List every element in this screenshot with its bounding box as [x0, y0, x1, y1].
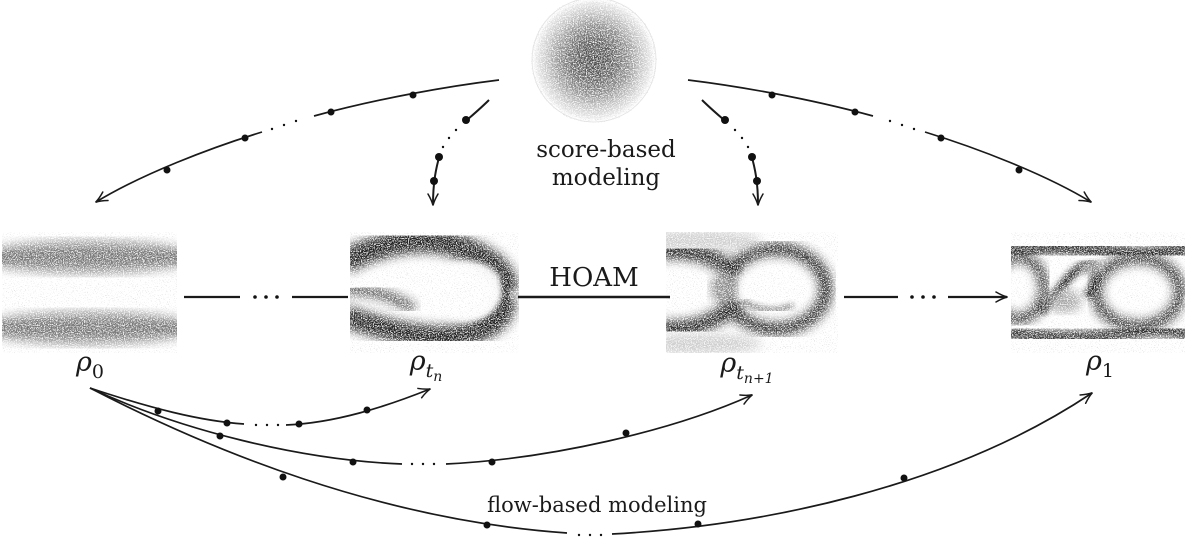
blob-outline [531, 0, 657, 123]
ellipsis-dot [888, 119, 892, 123]
sample-dot [694, 520, 702, 528]
ellipsis-dot [276, 423, 280, 427]
sample-dot [937, 134, 945, 142]
density-rho-tn1 [666, 232, 838, 353]
density-rho-tn [350, 232, 519, 353]
flow-arc-rho0-to-rho-tn1 [89, 387, 753, 466]
label-rho-0: ρ0 [75, 347, 104, 383]
sample-dot [900, 474, 908, 482]
sample-dot [753, 177, 761, 185]
ellipsis-dot [265, 423, 269, 427]
density-rho-1 [1011, 232, 1185, 353]
sample-dot [327, 108, 335, 116]
ellipsis-dot [932, 295, 936, 299]
arc-segment-arrow [95, 131, 263, 203]
sample-dot [241, 134, 249, 142]
ellipsis-dot [432, 462, 436, 466]
score-based-section: score-based modeling [95, 0, 1092, 206]
panel-speckle [1011, 232, 1185, 353]
arc-noise-to-rho0 [95, 79, 500, 203]
connector-rho-tn1-to-rho1 [844, 291, 1008, 303]
sample-dot [768, 91, 776, 99]
connector-rho0-to-rho-tn [184, 295, 348, 299]
arc-segment [687, 79, 874, 117]
connector-hoam: HOAM [518, 263, 670, 299]
flow-based-section: flow-based modeling [89, 387, 1093, 537]
sample-dot [1015, 166, 1023, 174]
panel-speckle [2, 232, 177, 353]
ellipsis-dot [254, 423, 258, 427]
ellipsis-dot [912, 127, 916, 131]
arc-segment-arrow [285, 387, 431, 426]
sample-dot [163, 166, 171, 174]
label-rho-tn: ρtn [409, 346, 443, 385]
ellipsis-dot [441, 145, 445, 149]
arc-noise-to-rho1 [687, 79, 1092, 203]
ellipsis-dot [588, 533, 592, 537]
ellipsis-dot [410, 462, 414, 466]
ellipsis-dot [740, 136, 744, 140]
sample-dot [154, 407, 162, 415]
ellipsis-dot [599, 533, 603, 537]
sample-dot [279, 473, 287, 481]
label-rho-1: ρ1 [1085, 346, 1114, 382]
ellipsis-dot [447, 136, 451, 140]
sample-dot [483, 521, 491, 529]
arc-segment-arrow [924, 131, 1092, 203]
ellipsis-dot [910, 295, 914, 299]
sample-dot [216, 432, 224, 440]
gaussian-noise-blob [531, 0, 657, 123]
arc-segment [89, 387, 403, 465]
ellipsis-dot [454, 128, 458, 132]
score-based-caption-line1: score-based [536, 137, 676, 163]
arc-segment-arrow [611, 392, 1093, 535]
density-rho-0 [2, 232, 177, 353]
sample-dot [488, 458, 496, 466]
arc-noise-to-rho-tn [427, 99, 490, 206]
ellipsis-dot [733, 128, 737, 132]
arc-noise-to-rho-tn1 [701, 99, 764, 206]
arc-segment-arrow [445, 394, 753, 465]
ellipsis-dot [253, 295, 257, 299]
sample-dot [223, 419, 231, 427]
arc-segment [466, 99, 490, 121]
flow-arc-rho0-to-rho-tn [89, 387, 431, 428]
ellipsis-dot [921, 295, 925, 299]
ellipsis-dot [282, 123, 286, 127]
flow-based-caption: flow-based modeling [487, 493, 707, 517]
sample-dot [748, 153, 756, 161]
density-row: HOAM ρ0 ρtn ρtn+1 ρ1 [2, 232, 1185, 387]
arc-segment [701, 99, 725, 121]
score-based-caption-line2: modeling [552, 165, 661, 191]
ellipsis-dot [577, 533, 581, 537]
hoam-label: HOAM [549, 263, 638, 293]
panel-speckle [666, 232, 838, 353]
ellipsis-dot [270, 127, 274, 131]
sample-dot [409, 91, 417, 99]
panel-speckle [350, 232, 519, 353]
sample-dot [295, 420, 303, 428]
sample-dot [435, 153, 443, 161]
ellipsis-dot [421, 462, 425, 466]
arc-segment [313, 79, 500, 117]
label-rho-tn1: ρtn+1 [719, 348, 773, 387]
arc-segment [89, 387, 568, 534]
sample-dot [363, 406, 371, 414]
ellipsis-dot [294, 119, 298, 123]
flow-arc-rho0-to-rho1 [89, 387, 1093, 537]
sample-dot [430, 177, 438, 185]
ellipsis-dot [275, 295, 279, 299]
ellipsis-dot [264, 295, 268, 299]
ellipsis-dot [746, 145, 750, 149]
sample-dot [349, 458, 357, 466]
sample-dot [622, 429, 630, 437]
ellipsis-dot [900, 123, 904, 127]
sample-dot [851, 108, 859, 116]
blob-speckle [531, 0, 657, 123]
sample-dot [462, 116, 470, 124]
sample-dot [721, 116, 729, 124]
